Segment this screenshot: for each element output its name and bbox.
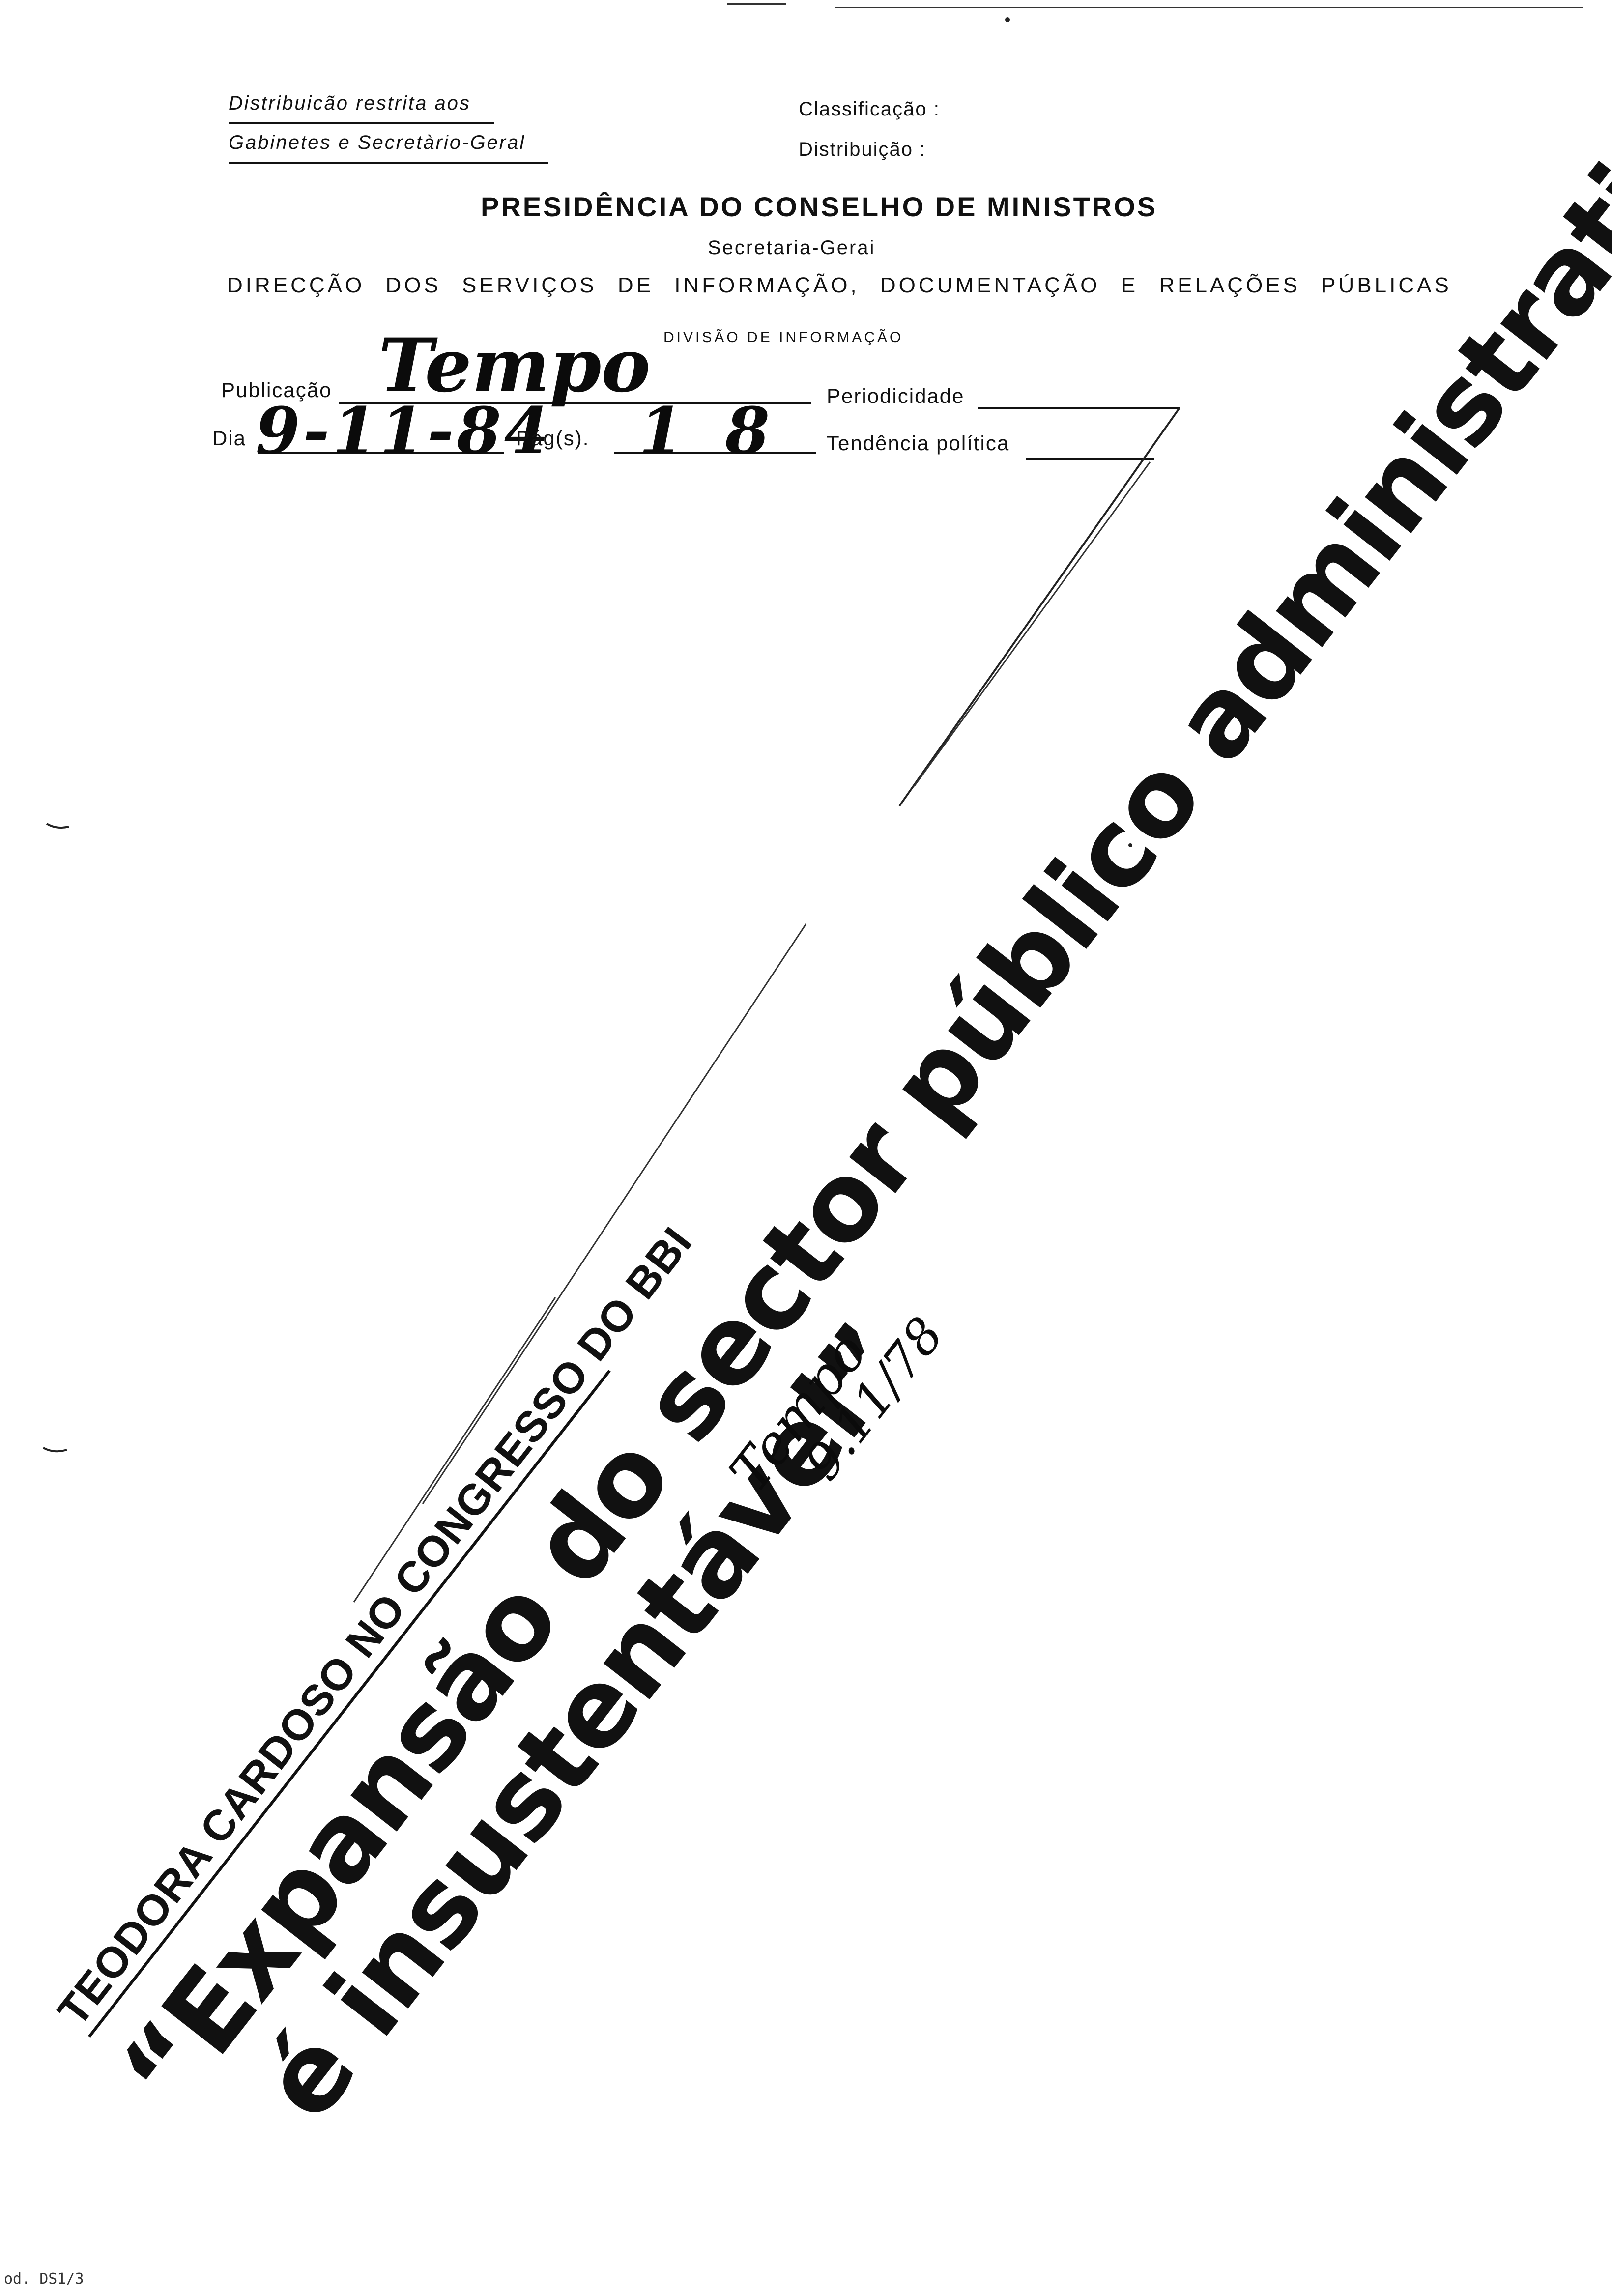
day-handwritten: 9-11-84 <box>256 393 552 468</box>
footer-form-code: od. DS1/3 <box>4 2270 84 2288</box>
cut-line-middle <box>422 923 807 1504</box>
restriction-underline <box>229 162 548 164</box>
day-label: Dia <box>212 427 247 450</box>
scan-dot <box>1005 17 1010 22</box>
pages-handwritten: 1 8 <box>639 393 770 468</box>
cut-line-top-right <box>898 407 1180 807</box>
distribution-label: Distribuição : <box>799 139 926 160</box>
classification-label: Classificação : <box>799 98 940 120</box>
cut-line-upper <box>913 461 1151 787</box>
publication-handwritten: Tempo <box>378 322 651 409</box>
organization-subtitle: Secretaria-Gerai <box>708 237 876 258</box>
restriction-underline <box>229 122 494 124</box>
periodicity-fill-line <box>978 407 1180 409</box>
restriction-line-2: Gabinetes e Secretàrio-Geral <box>229 132 526 153</box>
periodicity-label: Periodicidade <box>827 384 965 407</box>
restriction-line-1: Distribuicão restrita aos <box>229 92 471 114</box>
pages-label: Pág(s). <box>516 427 590 450</box>
scan-edge-line <box>727 3 786 5</box>
day-fill-line <box>258 452 504 454</box>
scan-mark <box>43 1447 67 1453</box>
scan-mark <box>46 823 69 829</box>
publication-fill-line <box>339 402 811 404</box>
organization-division: DIVISÃO DE INFORMAÇÃO <box>663 329 904 345</box>
pages-fill-line <box>614 452 816 454</box>
tendency-fill-line <box>1026 458 1154 460</box>
organization-title: PRESIDÊNCIA DO CONSELHO DE MINISTROS <box>481 191 1158 222</box>
scan-edge-line <box>835 7 1583 8</box>
organization-directorate: DIRECÇÃO DOS SERVIÇOS DE INFORMAÇÃO, DOC… <box>227 273 1452 297</box>
tendency-label: Tendência política <box>827 431 1010 455</box>
cut-line-lower <box>353 1297 556 1603</box>
scan-dot <box>1128 843 1132 847</box>
publication-label: Publicação <box>221 378 332 402</box>
